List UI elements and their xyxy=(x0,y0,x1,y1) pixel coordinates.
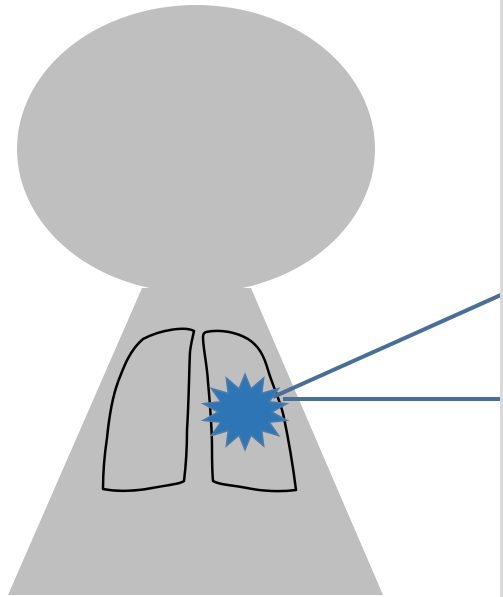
torso-shape xyxy=(8,288,383,595)
pointer-lines xyxy=(273,294,503,399)
head-shape xyxy=(17,5,375,293)
pointer-line-upper xyxy=(273,294,503,397)
body-silhouette-icon xyxy=(8,5,383,595)
